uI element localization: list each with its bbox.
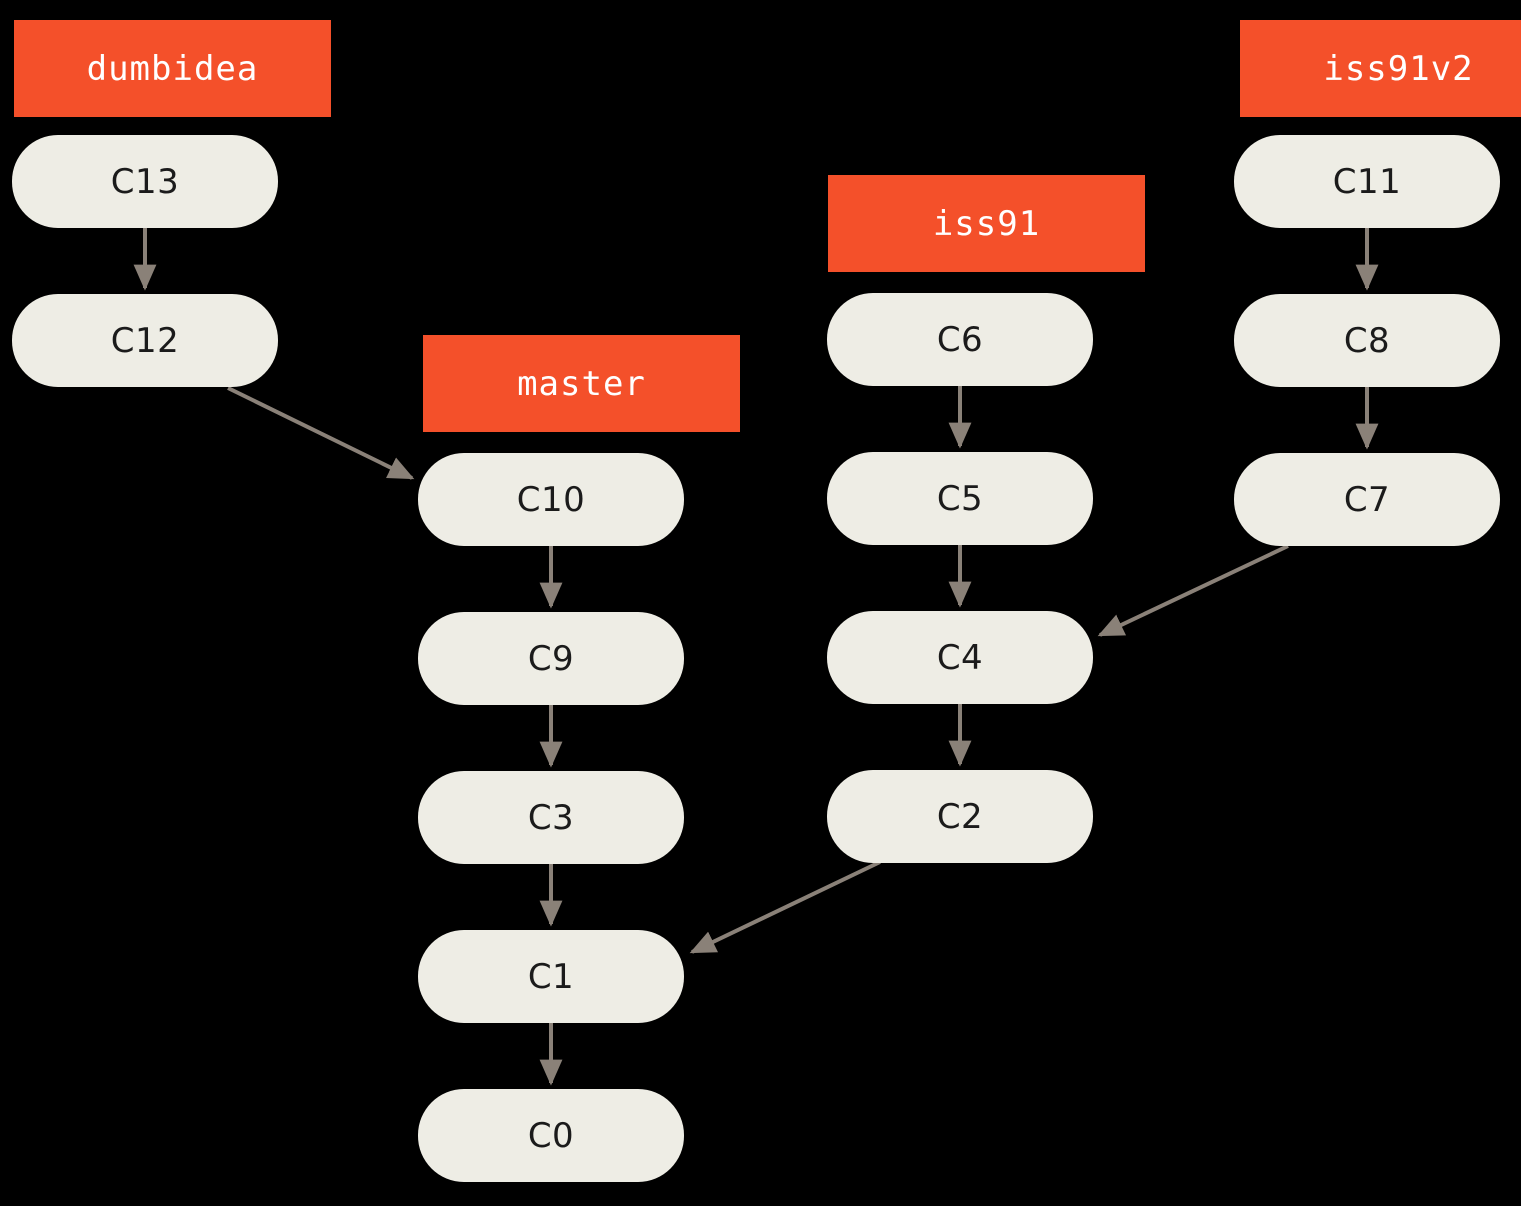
commit-node-c0[interactable]: C0: [418, 1089, 684, 1182]
edge-c12-to-c10: [227, 386, 415, 480]
edge-c7-to-c4: [1097, 544, 1289, 637]
branch-label-iss91v2[interactable]: iss91v2: [1240, 20, 1521, 117]
commit-node-c4[interactable]: C4: [827, 611, 1093, 704]
commit-node-c12[interactable]: C12: [12, 294, 278, 387]
commit-node-c5[interactable]: C5: [827, 452, 1093, 545]
branch-label-master[interactable]: master: [423, 335, 740, 432]
commit-node-c1[interactable]: C1: [418, 930, 684, 1023]
commit-node-c6[interactable]: C6: [827, 293, 1093, 386]
commit-node-c3[interactable]: C3: [418, 771, 684, 864]
branch-label-iss91[interactable]: iss91: [828, 175, 1145, 272]
branch-label-dumbidea[interactable]: dumbidea: [14, 20, 331, 117]
edge-c2-to-c1: [689, 860, 881, 954]
commit-node-c2[interactable]: C2: [827, 770, 1093, 863]
commit-node-c10[interactable]: C10: [418, 453, 684, 546]
commit-node-c7[interactable]: C7: [1234, 453, 1500, 546]
commit-node-c11[interactable]: C11: [1234, 135, 1500, 228]
commit-node-c13[interactable]: C13: [12, 135, 278, 228]
commit-node-c9[interactable]: C9: [418, 612, 684, 705]
commit-node-c8[interactable]: C8: [1234, 294, 1500, 387]
